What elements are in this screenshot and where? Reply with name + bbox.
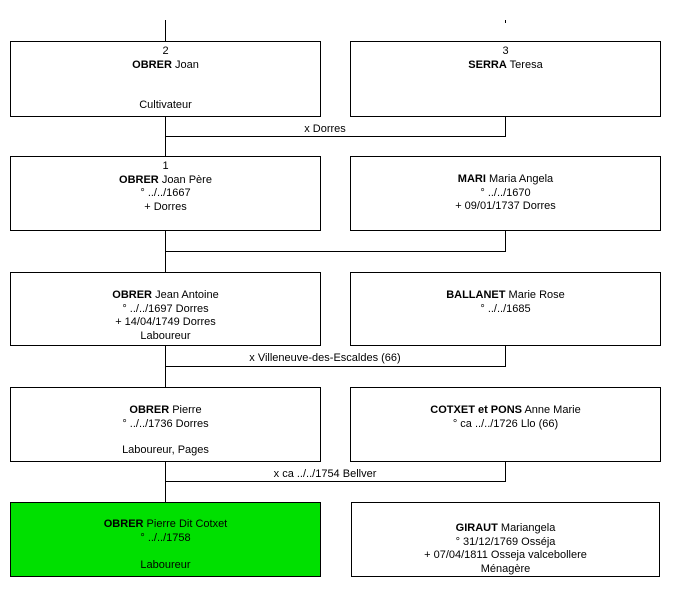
- person-death: + 14/04/1749 Dorres: [115, 316, 216, 328]
- person-occupation: Laboureur: [140, 558, 191, 571]
- connector-g4-horizontal: [165, 481, 506, 482]
- person-name: MARI Maria Angela: [457, 173, 554, 185]
- person-box-mariangela-giraut[interactable]: GIRAUT Mariangela ° 31/12/1769 Osséja + …: [351, 502, 660, 577]
- person-occupation: Ménagère: [480, 562, 531, 575]
- connector-g4-left-down: [165, 461, 166, 503]
- person-box-pierre-dit-cotxet-obrer[interactable]: OBRER Pierre Dit Cotxet ° ../../1758 Lab…: [10, 502, 321, 577]
- person-box-marie-rose-ballanet[interactable]: BALLANET Marie Rose ° ../../1685: [350, 272, 661, 346]
- person-birth: ° ../../1667: [140, 187, 191, 199]
- marriage-label-g3: x Villeneuve-des-Escaldes (66): [249, 352, 401, 364]
- connector-g4-right-down: [505, 461, 506, 482]
- connector-g1-right-down: [505, 230, 506, 252]
- person-name: OBRER Pierre Dit Cotxet: [103, 518, 228, 530]
- person-death: + 09/01/1737 Dorres: [455, 200, 556, 212]
- marriage-label-g2: x Dorres: [304, 123, 346, 135]
- person-name: GIRAUT Mariangela: [455, 522, 556, 534]
- person-box-joan-obrer[interactable]: 2 OBRER Joan Cultivateur: [10, 41, 321, 117]
- person-box-jean-antoine-obrer[interactable]: OBRER Jean Antoine ° ../../1697 Dorres +…: [10, 272, 321, 346]
- person-name: OBRER Joan: [132, 58, 199, 71]
- connector-top-right: [505, 20, 506, 23]
- connector-g2-right-down: [505, 116, 506, 137]
- sosa-number: 1: [162, 160, 169, 172]
- connector-g3-right-down: [505, 345, 506, 367]
- person-death: + Dorres: [144, 200, 187, 213]
- person-death: + 07/04/1811 Osseja valcebollere: [424, 549, 587, 561]
- person-name: OBRER Joan Père: [119, 173, 212, 186]
- person-box-anne-marie-cotxet-et-pons[interactable]: COTXET et PONS Anne Marie ° ca ../../172…: [350, 387, 661, 462]
- person-name: BALLANET Marie Rose: [446, 289, 565, 301]
- sosa-number: 2: [162, 45, 169, 57]
- person-name: COTXET et PONS Anne Marie: [430, 404, 581, 416]
- person-birth: ° ../../1697 Dorres: [122, 302, 209, 315]
- marriage-label-g4: x ca ../../1754 Bellver: [273, 468, 377, 480]
- person-birth: ° ca ../../1726 Llo (66): [452, 417, 559, 430]
- sosa-number: 3: [502, 45, 509, 57]
- person-birth: ° ../../1670: [480, 186, 531, 199]
- connector-top-left: [165, 20, 166, 42]
- person-occupation: Cultivateur: [139, 98, 192, 111]
- person-birth: ° ../../1685: [480, 302, 531, 315]
- person-birth: ° ../../1736 Dorres: [122, 417, 209, 430]
- person-birth: ° ../../1758: [140, 531, 191, 544]
- person-box-joan-pere-obrer[interactable]: 1 OBRER Joan Père ° ../../1667 + Dorres: [10, 156, 321, 231]
- person-name: OBRER Pierre: [129, 404, 202, 416]
- person-name: OBRER Jean Antoine: [112, 289, 219, 301]
- person-occupation: Laboureur, Pages: [122, 443, 209, 456]
- connector-g3-horizontal: [165, 366, 506, 367]
- person-birth: ° 31/12/1769 Osséja: [455, 535, 556, 548]
- connector-g2-horizontal: [165, 136, 506, 137]
- person-box-maria-angela-mari[interactable]: MARI Maria Angela ° ../../1670 + 09/01/1…: [350, 156, 661, 231]
- person-box-pierre-obrer[interactable]: OBRER Pierre ° ../../1736 Dorres Laboure…: [10, 387, 321, 462]
- connector-g1-horizontal: [165, 251, 506, 252]
- person-box-teresa-serra[interactable]: 3 SERRA Teresa: [350, 41, 661, 117]
- person-name: SERRA Teresa: [468, 58, 543, 71]
- person-occupation: Laboureur: [140, 329, 191, 342]
